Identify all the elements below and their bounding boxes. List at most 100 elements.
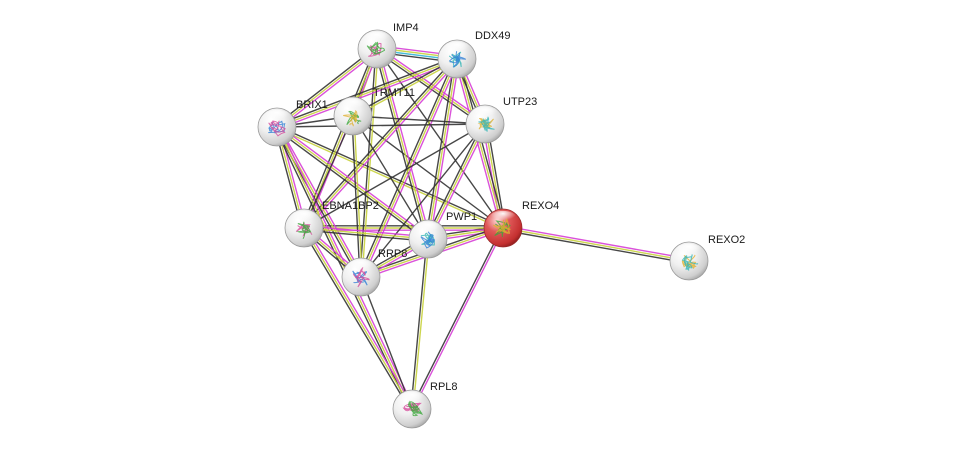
node-imp4[interactable]: IMP4 (357, 22, 419, 69)
node-label: IMP4 (393, 22, 419, 34)
edge-evidence-textmining (427, 123, 486, 240)
protein-structure-icon (352, 267, 370, 288)
node-highlight (339, 98, 367, 113)
edge-ebna1bp2-pwp1[interactable] (303, 225, 429, 242)
edge-evidence-experiments (412, 227, 505, 411)
edge-evidence-coexpression (352, 115, 504, 229)
edge-evidence-experiments (303, 225, 429, 238)
edge-layer (274, 45, 691, 411)
edge-evidence-coexpression (274, 128, 428, 242)
edge-evidence-textmining (276, 48, 378, 128)
edge-ddx49-trmt11[interactable] (351, 57, 459, 118)
edge-pwp1-rpl8[interactable] (410, 238, 430, 410)
edge-trmt11-rrp8[interactable] (351, 115, 363, 278)
node-label: UTP23 (503, 96, 537, 108)
edge-evidence-textmining (502, 227, 690, 262)
edge-evidence-experiments (378, 47, 431, 240)
node-highlight (414, 221, 442, 236)
node-ddx49[interactable]: DDX49 (437, 30, 510, 79)
edge-ddx49-ebna1bp2[interactable] (301, 56, 460, 231)
edge-brix1-utp23[interactable] (276, 123, 486, 128)
node-rpl8[interactable]: RPL8 (392, 381, 458, 429)
protein-structure-icon (420, 231, 435, 249)
edge-evidence-coexpression (425, 122, 484, 239)
node-label: EBNA1BP2 (322, 200, 379, 212)
edge-evidence-experiments (377, 46, 487, 123)
node-label: TRMT11 (373, 87, 415, 99)
edge-evidence-experiments (304, 59, 460, 231)
edge-evidence-textmining (412, 238, 430, 410)
edge-evidence-textmining (456, 58, 504, 229)
protein-structure-icon (681, 254, 697, 270)
edge-evidence-coexpression (301, 56, 457, 228)
edge-rrp8-rpl8[interactable] (360, 276, 413, 410)
edge-evidence-experiments (305, 226, 415, 409)
edge-evidence-experiments (502, 225, 691, 260)
edge-evidence-coexpression (274, 46, 377, 126)
edge-trmt11-utp23[interactable] (352, 115, 486, 125)
node-ebna1bp2[interactable]: EBNA1BP2 (284, 200, 379, 248)
edge-evidence-coexpression (301, 228, 411, 411)
edge-utp23-ebna1bp2[interactable] (303, 123, 486, 229)
edge-evidence-coexpression (303, 229, 429, 242)
edge-trmt11-ebna1bp2[interactable] (303, 115, 354, 229)
edge-evidence-textmining (276, 58, 458, 128)
edge-rexo4-ddx49[interactable] (454, 57, 506, 230)
edge-evidence-experiments (429, 58, 460, 241)
edge-evidence-textmining (303, 227, 429, 240)
protein-structure-icon (448, 51, 467, 68)
edge-ebna1bp2-rpl8[interactable] (301, 226, 415, 411)
edge-utp23-pwp1[interactable] (425, 122, 488, 241)
edge-rexo4-rpl8[interactable] (410, 226, 505, 411)
edge-evidence-textmining (276, 126, 429, 240)
node-highlight (263, 109, 291, 124)
node-rrp8[interactable]: RRP8 (341, 248, 407, 297)
protein-structure-icon (478, 116, 495, 132)
edge-evidence-coexpression (358, 57, 456, 277)
edge-evidence-coexpression (351, 115, 361, 278)
node-label: REXO2 (708, 234, 745, 246)
edge-imp4-brix1[interactable] (274, 46, 380, 130)
node-highlight (363, 31, 391, 46)
edge-evidence-coexpression (410, 238, 428, 410)
protein-structure-icon (477, 117, 494, 130)
node-utp23[interactable]: UTP23 (465, 96, 537, 144)
edge-evidence-experiments (278, 125, 364, 277)
edge-evidence-experiments (277, 60, 459, 130)
node-highlight (347, 259, 375, 274)
edge-evidence-coexpression (351, 57, 458, 116)
edge-evidence-coexpression (360, 276, 413, 410)
edge-ddx49-brix1[interactable] (275, 56, 459, 130)
node-highlight (675, 243, 703, 258)
node-label: RPL8 (430, 381, 458, 393)
edge-rexo4-trmt11[interactable] (352, 115, 504, 229)
protein-structure-icon (296, 221, 312, 240)
node-highlight (290, 210, 318, 225)
edge-evidence-coexpression (410, 226, 503, 410)
node-trmt11[interactable]: TRMT11 (333, 87, 415, 136)
protein-structure-icon (268, 120, 286, 137)
edge-evidence-experiments (277, 124, 431, 238)
node-label: RRP8 (378, 248, 407, 260)
edge-rexo4-rexo2[interactable] (501, 225, 691, 264)
protein-structure-icon (420, 232, 435, 246)
edge-evidence-coexpression (276, 123, 486, 128)
node-pwp1[interactable]: PWP1 (408, 211, 477, 259)
protein-structure-icon (346, 110, 362, 126)
edge-evidence-coexpression (359, 48, 377, 278)
edge-evidence-experiments (362, 59, 460, 279)
edge-evidence-textmining (303, 58, 458, 229)
edge-evidence-coexpression (425, 57, 456, 240)
edge-evidence-coexpression (360, 123, 486, 278)
edge-brix1-pwp1[interactable] (274, 124, 431, 242)
edge-utp23-rrp8[interactable] (360, 123, 486, 278)
protein-structure-icon (366, 41, 385, 55)
edge-evidence-textmining (376, 48, 429, 240)
node-brix1[interactable]: BRIX1 (257, 99, 328, 147)
edge-evidence-coexpression (501, 229, 690, 264)
protein-structure-icon (343, 110, 358, 127)
node-rexo4[interactable]: REXO4 (483, 200, 559, 248)
node-rexo2[interactable]: REXO2 (669, 234, 745, 281)
